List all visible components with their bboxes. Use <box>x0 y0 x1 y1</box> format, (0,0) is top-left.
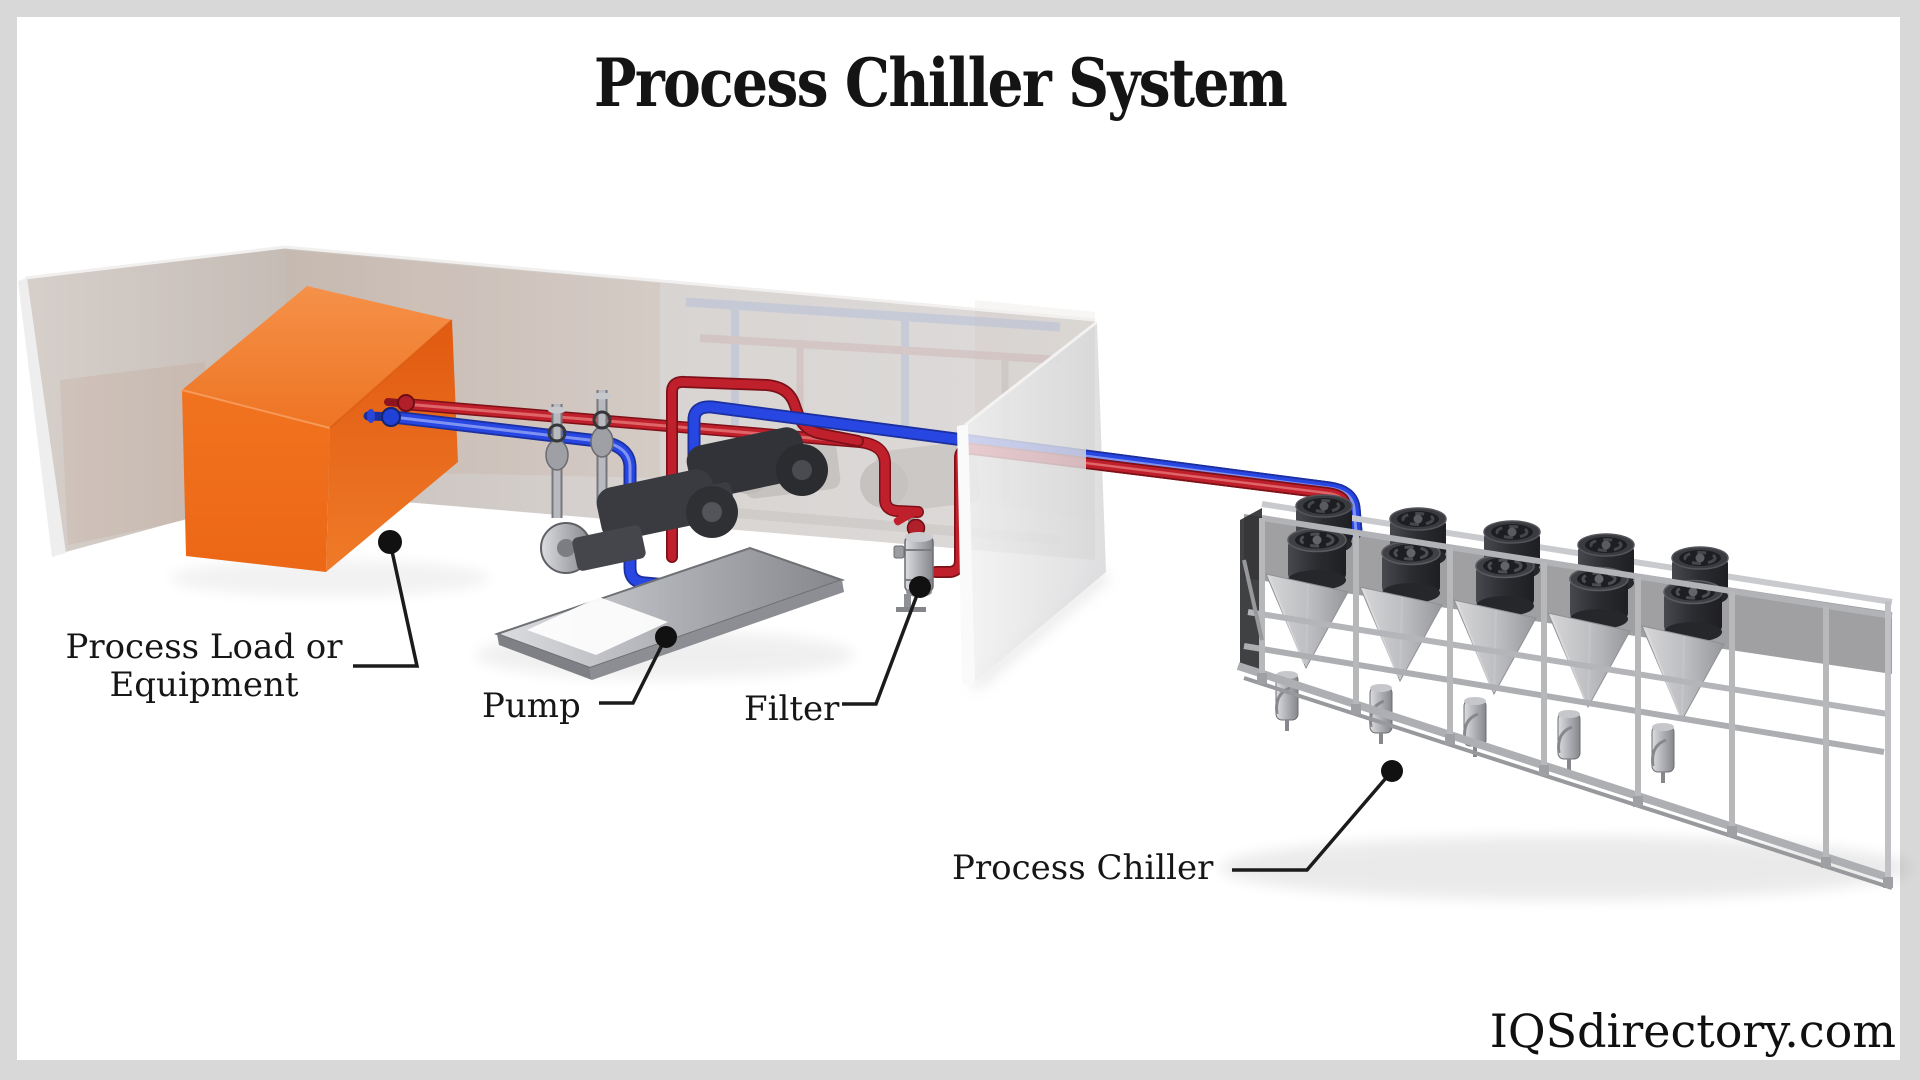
label-pump: Pump <box>482 686 581 726</box>
box-shadow <box>170 560 490 596</box>
chiller-shadow <box>1220 836 1910 900</box>
page-title: Process Chiller System <box>593 44 1288 122</box>
leader-line-process-load <box>353 541 420 668</box>
leader-dot-filter <box>909 576 931 598</box>
leader-dot-process-load <box>378 530 402 554</box>
pump-discharge-riser <box>666 375 864 563</box>
leader-dot-pump <box>655 626 677 648</box>
label-filter: Filter <box>744 689 840 729</box>
label-process-load: Process Load or Equipment <box>48 628 360 704</box>
process-load-box <box>181 286 458 572</box>
leader-line-process-chiller <box>1232 769 1394 872</box>
label-process-chiller: Process Chiller <box>952 848 1214 888</box>
label-process-load-line1: Process Load or <box>65 627 343 667</box>
leader-dot-process-chiller <box>1381 760 1403 782</box>
leader-line-filter <box>842 586 922 706</box>
label-process-load-line2: Equipment <box>109 665 299 705</box>
callouts <box>353 541 1394 872</box>
chiller-frame <box>1236 515 1893 890</box>
pump-skid <box>493 390 846 680</box>
callout-dots <box>378 530 1403 782</box>
process-chiller-unit <box>1236 493 1893 890</box>
leader-line-pump <box>599 636 668 705</box>
pump-unit-front <box>540 469 738 574</box>
side-wall <box>957 320 1109 690</box>
watermark: IQSdirectory.com <box>1489 1004 1896 1058</box>
box-pipe-fittings <box>363 394 415 427</box>
pump-suction-valves <box>545 390 614 518</box>
